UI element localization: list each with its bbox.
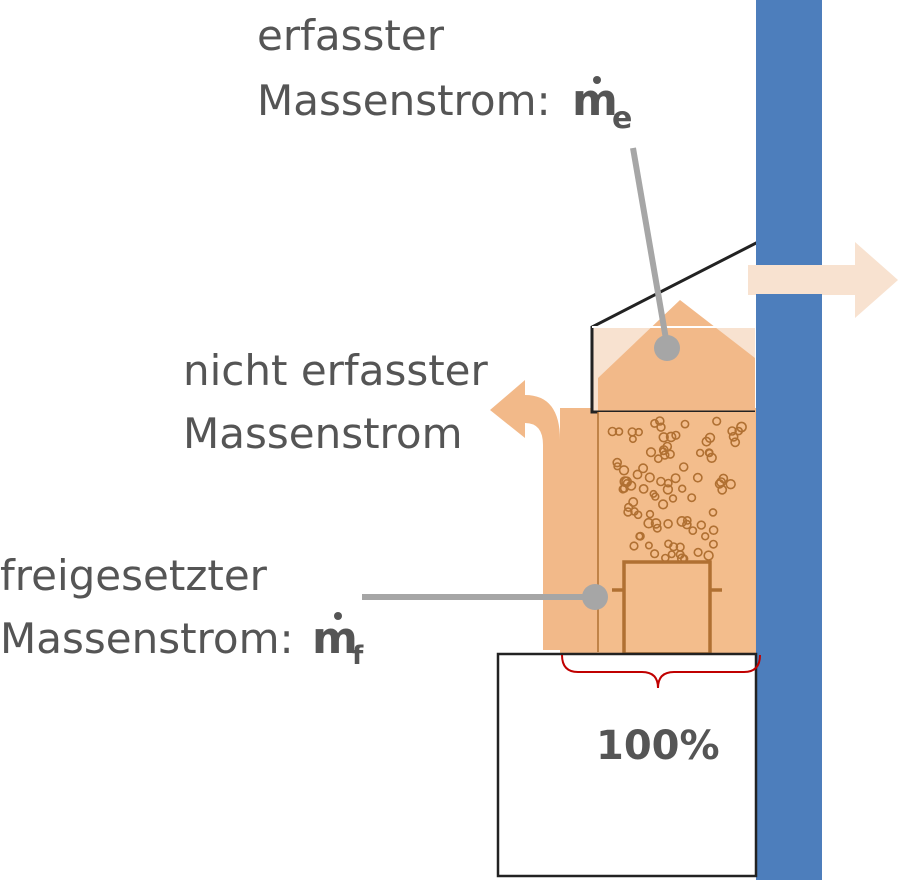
particle — [649, 489, 658, 498]
particle — [662, 484, 674, 495]
plume-body — [490, 380, 560, 650]
particle — [654, 416, 665, 426]
particle — [658, 432, 669, 443]
particle — [675, 550, 685, 560]
particle — [671, 430, 681, 440]
particle — [734, 426, 744, 436]
particle — [682, 516, 692, 525]
particle — [649, 549, 660, 559]
particle — [613, 462, 622, 471]
duct-lower — [756, 294, 822, 880]
particle — [730, 437, 741, 448]
particle — [653, 454, 663, 464]
particle — [638, 483, 649, 494]
particle — [708, 525, 719, 536]
captured-symbol: m — [572, 75, 618, 126]
particle — [618, 465, 630, 476]
uncaptured-label-line2: Massenstrom — [183, 409, 463, 458]
particle — [635, 531, 645, 541]
captured-symbol-dot — [593, 76, 601, 84]
particle — [670, 473, 681, 484]
particle — [677, 484, 687, 493]
particle — [645, 447, 657, 458]
particle — [644, 472, 655, 483]
captured-leader-dot — [654, 335, 680, 361]
released-symbol: m — [312, 613, 358, 664]
particle — [632, 469, 643, 480]
particles — [607, 416, 747, 564]
released-leader-dot — [582, 584, 608, 610]
released-label-line2: Massenstrom: — [0, 614, 294, 663]
particle — [623, 507, 633, 517]
particle — [614, 427, 624, 436]
particle — [667, 550, 676, 559]
released-label-line1: freigesetzter — [0, 551, 268, 600]
brace — [561, 654, 761, 689]
particle — [634, 427, 643, 437]
particle — [668, 494, 678, 503]
particle — [728, 431, 739, 442]
particle — [656, 422, 666, 432]
particle — [660, 450, 670, 460]
particle — [696, 520, 706, 530]
particle — [708, 539, 718, 549]
particle — [703, 550, 714, 561]
particle — [687, 493, 697, 503]
particle — [718, 473, 729, 484]
particle — [668, 542, 679, 552]
particle — [629, 541, 639, 551]
particle — [704, 432, 716, 443]
particle — [612, 457, 623, 468]
particle — [700, 532, 710, 541]
particle — [656, 476, 666, 487]
particle — [704, 448, 714, 457]
particle — [619, 483, 629, 493]
particle — [619, 476, 631, 487]
particle — [725, 479, 736, 490]
captured-leader-line — [630, 147, 670, 346]
particle — [607, 426, 618, 437]
particle — [708, 508, 718, 517]
captured-label-line2: Massenstrom: — [257, 76, 551, 125]
particle — [678, 462, 689, 472]
particle — [676, 516, 688, 527]
particle — [643, 517, 655, 529]
released-subscript: f — [352, 641, 364, 671]
particle — [638, 463, 649, 474]
particle — [663, 518, 673, 529]
particle — [712, 416, 722, 426]
particle — [692, 472, 703, 483]
particle — [693, 547, 703, 558]
captured-subscript: e — [612, 101, 632, 136]
source-box — [622, 560, 712, 656]
particle — [644, 541, 653, 550]
exhaust-arrow — [748, 242, 898, 318]
particle — [628, 496, 639, 507]
particle — [652, 523, 662, 533]
duct-upper — [756, 0, 822, 265]
particle — [680, 419, 690, 429]
percentage-label: 100% — [596, 723, 720, 769]
table — [496, 652, 758, 878]
captured-label-line1: erfasster — [257, 11, 445, 60]
released-symbol-dot — [334, 612, 342, 620]
particle — [695, 448, 705, 458]
particle — [665, 431, 677, 443]
particle — [633, 510, 643, 520]
particle — [659, 447, 668, 456]
particle — [657, 499, 669, 510]
particle — [727, 426, 737, 436]
particle — [650, 518, 662, 529]
particle — [688, 526, 698, 535]
particle — [645, 509, 655, 519]
particle — [706, 452, 717, 463]
uncaptured-label-line1: nicht erfasster — [183, 346, 489, 395]
